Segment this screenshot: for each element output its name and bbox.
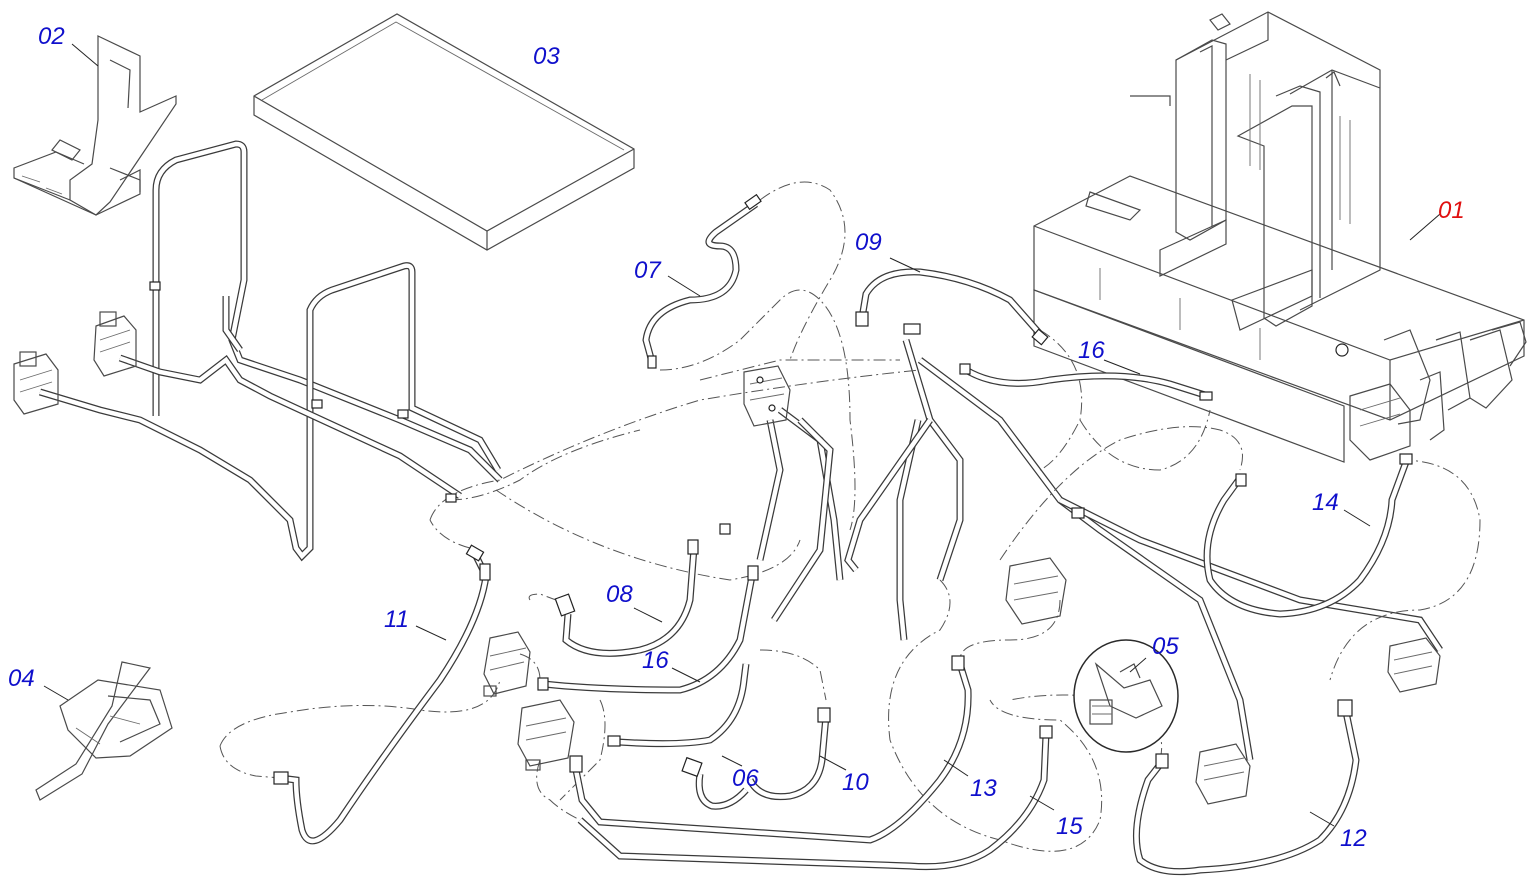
callout-05: 05 <box>1152 633 1179 660</box>
callout-08: 08 <box>606 581 633 608</box>
hydraulic-tube-routing <box>38 140 1443 761</box>
hose-11 <box>273 544 491 845</box>
hose-16-lower <box>537 565 759 694</box>
hydraulic-pump-left-1 <box>93 311 137 377</box>
callout-04: 04 <box>8 665 35 692</box>
callout-06: 06 <box>732 765 759 792</box>
hose-15 <box>577 725 1055 871</box>
support-bracket-part <box>35 661 173 801</box>
mounting-bracket-part <box>13 35 177 216</box>
detail-05-inset <box>1073 639 1179 753</box>
callout-labels: 01 02 03 04 05 06 07 08 09 10 11 12 13 1… <box>8 23 1465 852</box>
callout-12: 12 <box>1340 825 1367 852</box>
hydraulic-pump-center-1 <box>483 631 531 697</box>
hose-08 <box>554 539 699 657</box>
main-frame-assembly-part <box>1033 11 1527 463</box>
hose-09 <box>855 257 1049 346</box>
callout-09: 09 <box>855 229 882 256</box>
callout-01: 01 <box>1438 197 1465 224</box>
callout-10: 10 <box>842 769 869 796</box>
cover-plate-part <box>253 13 635 251</box>
hose-06 <box>607 663 750 810</box>
callout-03: 03 <box>533 43 560 70</box>
hose-12 <box>1132 699 1360 876</box>
callout-02: 02 <box>38 23 65 50</box>
hose-16-upper <box>964 359 1213 401</box>
hydraulic-pump-right-2 <box>1195 743 1251 805</box>
hydraulic-pump-center-2 <box>517 699 575 771</box>
callout-15: 15 <box>1056 813 1083 840</box>
fittings <box>149 281 1085 535</box>
hose-14 <box>1203 453 1413 618</box>
callout-16-lower: 16 <box>642 647 669 674</box>
callout-11: 11 <box>384 606 409 633</box>
hydraulic-pump-left-2 <box>13 351 59 415</box>
hose-13 <box>569 655 972 844</box>
routing-centerlines <box>219 181 1481 852</box>
callout-16-upper: 16 <box>1078 337 1105 364</box>
callout-07: 07 <box>634 257 662 284</box>
hydraulic-pump-right-1 <box>1005 557 1067 625</box>
hydraulic-pump-right-3 <box>1387 637 1441 693</box>
hose-10 <box>746 707 847 801</box>
callout-13: 13 <box>970 775 997 802</box>
callout-14: 14 <box>1312 489 1339 516</box>
hose-07 <box>642 193 762 369</box>
control-valve-block <box>743 365 791 427</box>
